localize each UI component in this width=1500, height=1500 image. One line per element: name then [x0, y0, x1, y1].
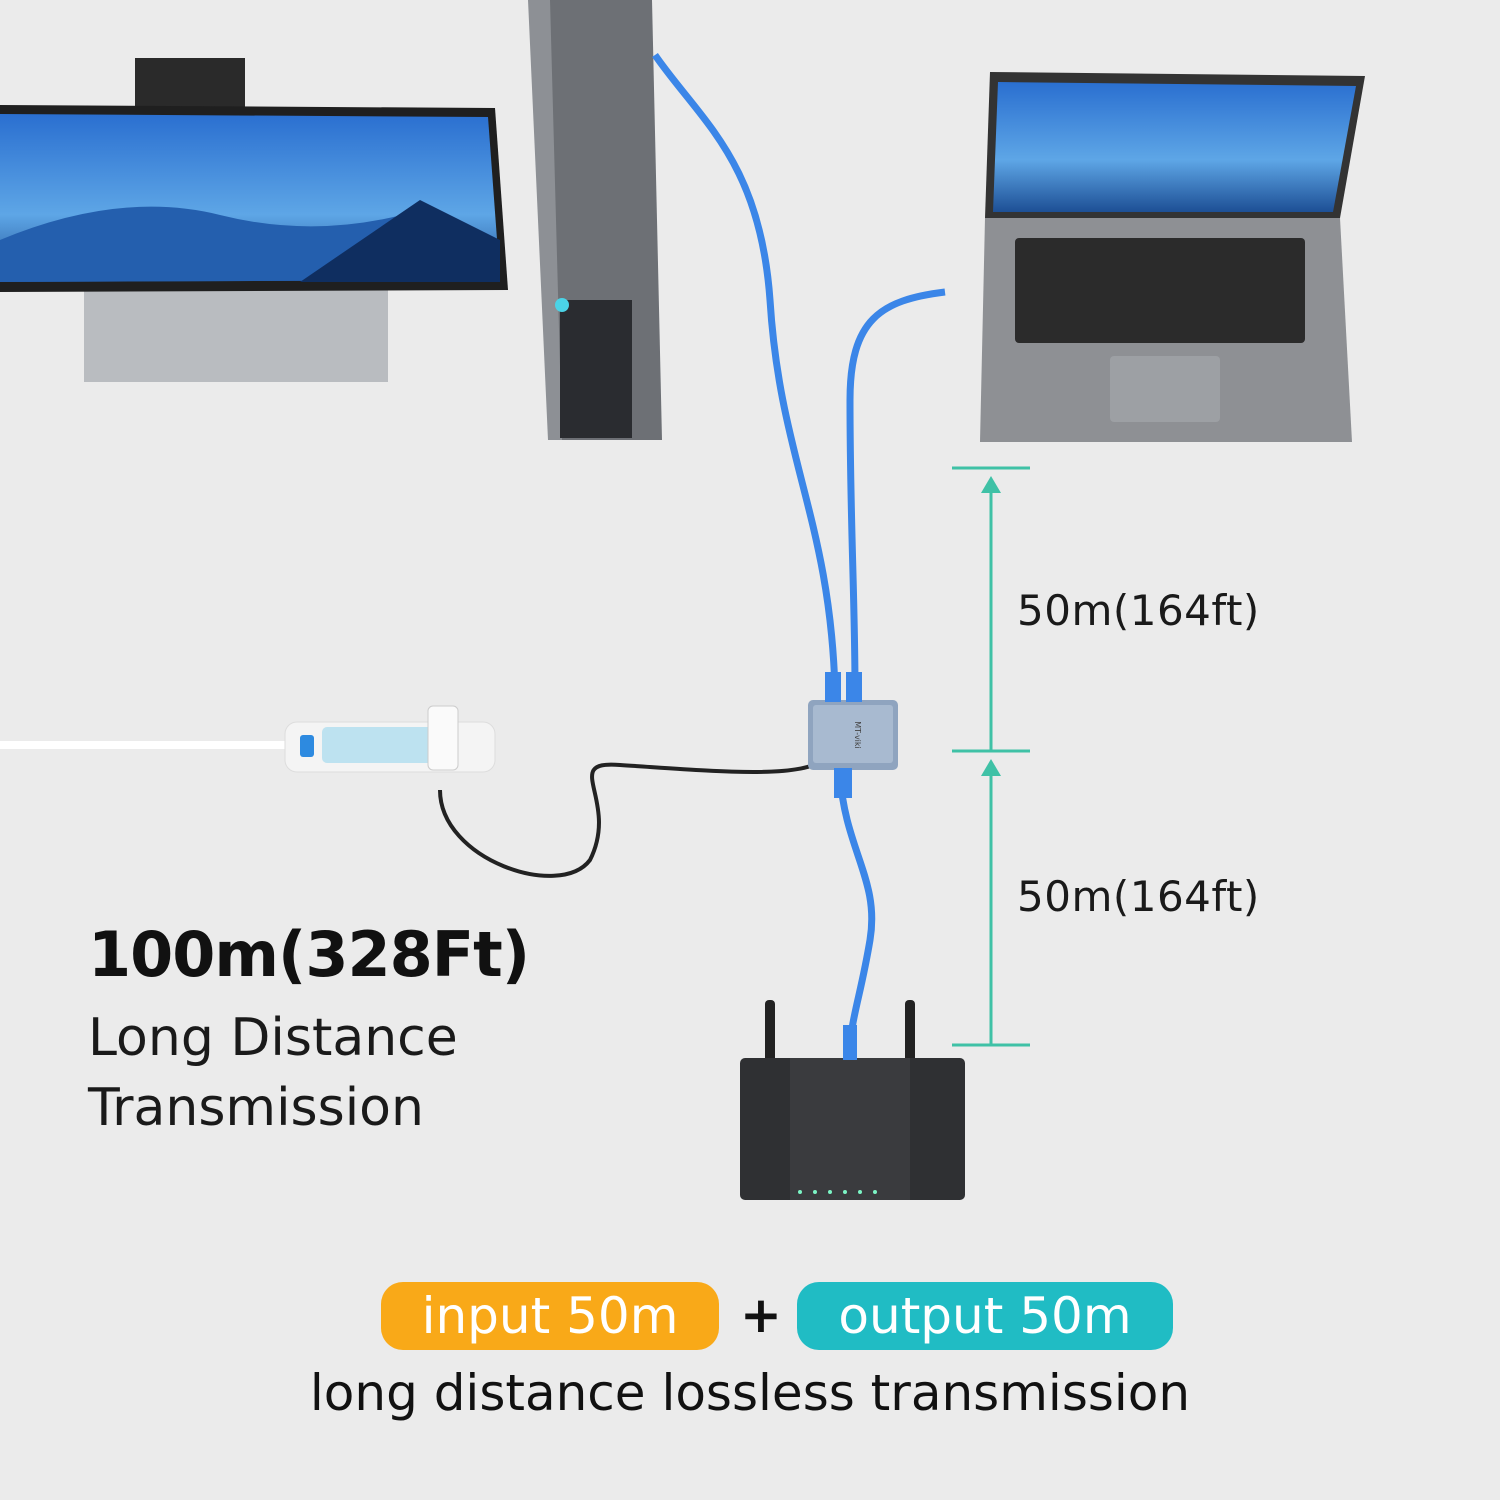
monitor-illustration: [0, 58, 508, 382]
ethernet-cables: [652, 53, 946, 1056]
power-strip-illustration: [284, 705, 496, 773]
headline-line-2: Transmission: [88, 1078, 424, 1138]
distance-measure-lines: [952, 466, 1030, 1047]
lower-distance-label: 50m(164ft): [1017, 872, 1260, 921]
arrow-up-icon: [981, 476, 1001, 493]
laptop-illustration: [980, 72, 1365, 442]
headline-distance: 100m(328Ft): [88, 918, 530, 991]
arrow-up-icon: [981, 759, 1001, 776]
input-badge: input 50m: [381, 1282, 719, 1350]
tagline: long distance lossless transmission: [309, 1364, 1191, 1422]
ethernet-extender-device: MT-viki: [808, 672, 898, 798]
upper-distance-label: 50m(164ft): [1017, 586, 1260, 635]
power-cable: [438, 758, 824, 878]
output-badge: output 50m: [797, 1282, 1173, 1350]
headline-line-1: Long Distance: [88, 1008, 458, 1068]
router-illustration: [740, 1000, 965, 1200]
pc-tower-illustration: [528, 0, 662, 440]
device-brand-label: MT-viki: [853, 721, 862, 749]
plus-sign: +: [740, 1286, 782, 1344]
